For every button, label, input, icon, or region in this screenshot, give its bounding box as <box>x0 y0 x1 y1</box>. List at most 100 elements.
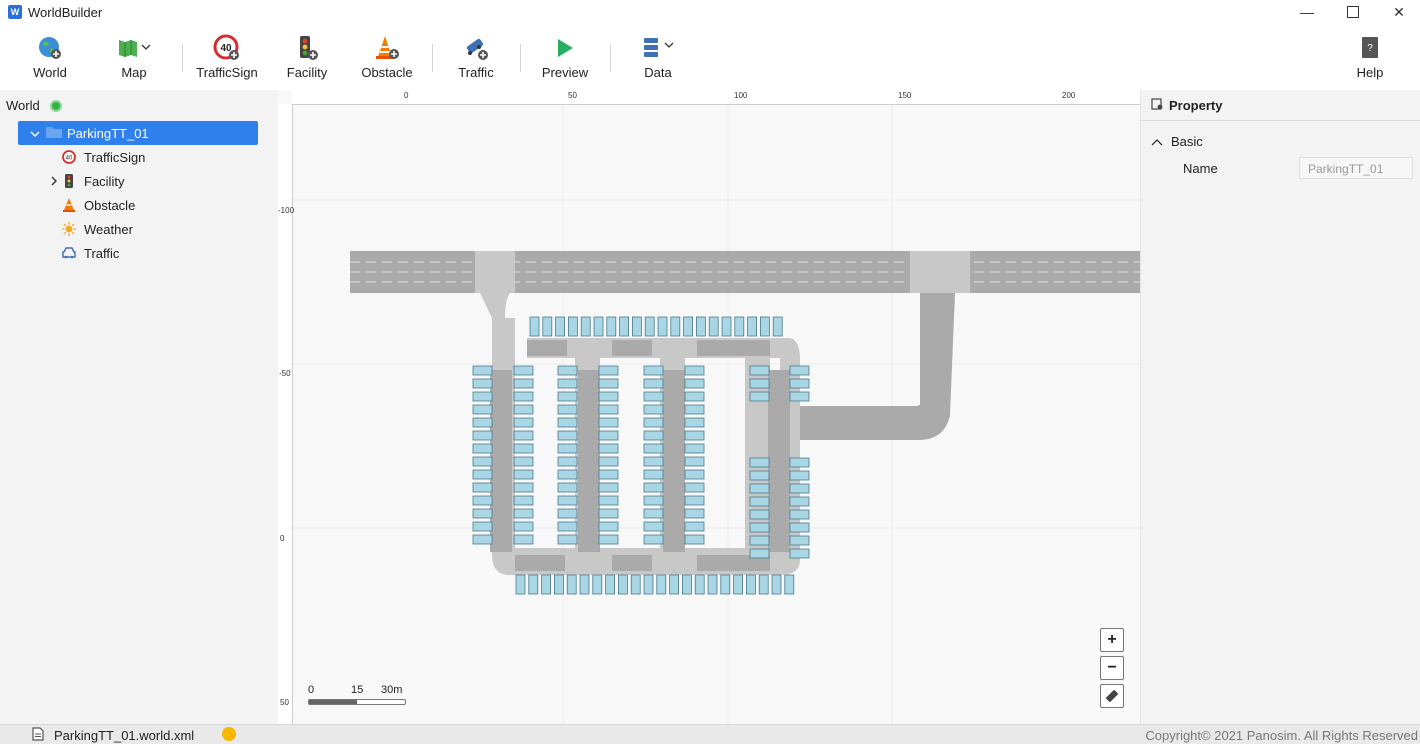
parking-spot <box>684 534 705 545</box>
parking-spot <box>758 574 769 595</box>
parking-spot <box>643 378 664 389</box>
parking-spot <box>643 482 664 493</box>
parking-spot <box>598 378 619 389</box>
parking-spot <box>670 316 681 337</box>
tree-item-facility[interactable]: Facility <box>51 170 124 192</box>
parking-spot <box>789 522 810 533</box>
connector-road <box>800 406 918 440</box>
close-icon[interactable]: ✕ <box>1393 3 1405 20</box>
toolbar: World Map 40 TrafficSign Facility Obstac… <box>0 24 1420 90</box>
scale-bar: 0 15 30m <box>308 684 408 705</box>
aisle-lane <box>612 340 652 356</box>
zoom-out-button[interactable]: − <box>1100 656 1124 680</box>
parking-spot <box>472 495 493 506</box>
tree-root-world[interactable]: World <box>6 98 62 113</box>
parking-spot <box>749 548 770 559</box>
map-canvas[interactable]: 0 50 100 150 200 -100 -50 0 50 0 15 30m … <box>278 90 1140 724</box>
status-bar: ParkingTT_01.world.xml Copyright© 2021 P… <box>0 724 1420 744</box>
aisle-lane <box>515 555 565 571</box>
parking-spot <box>513 430 534 441</box>
parking-spot <box>759 316 770 337</box>
parking-spot <box>789 457 810 468</box>
lightbulb-icon[interactable] <box>222 727 236 741</box>
parking-spot <box>598 495 619 506</box>
measure-ruler-button[interactable] <box>1100 684 1124 708</box>
parking-spot <box>789 378 810 389</box>
parking-spot <box>513 495 534 506</box>
parking-spot <box>694 574 705 595</box>
map-button[interactable]: Map <box>110 34 158 88</box>
chevron-right-icon[interactable] <box>50 174 58 189</box>
preview-button[interactable]: Preview <box>538 34 592 88</box>
chevron-down-icon[interactable] <box>30 126 42 141</box>
database-icon <box>640 34 676 62</box>
aisle-lane <box>768 370 790 552</box>
parking-spot <box>557 378 578 389</box>
app-title: WorldBuilder <box>28 4 103 20</box>
parking-spot <box>598 469 619 480</box>
svg-text:?: ? <box>1367 43 1373 54</box>
aisle-lane <box>612 555 652 571</box>
parking-spot <box>684 482 705 493</box>
parking-spot <box>541 574 552 595</box>
parking-spot <box>513 482 534 493</box>
parking-spot <box>472 417 493 428</box>
parking-spot <box>598 417 619 428</box>
tree-item-weather[interactable]: Weather <box>62 218 133 240</box>
tree-item-obstacle[interactable]: Obstacle <box>62 194 135 216</box>
tree-item-trafficsign[interactable]: 40 TrafficSign <box>62 146 145 168</box>
parking-spot <box>695 316 706 337</box>
parking-spot <box>789 470 810 481</box>
aisle-lane <box>490 370 512 552</box>
parking-spot <box>684 469 705 480</box>
parking-spot <box>643 534 664 545</box>
parking-spot <box>513 378 534 389</box>
status-dot-icon <box>49 99 62 112</box>
parking-spot <box>643 391 664 402</box>
tree-item-traffic[interactable]: Traffic <box>62 242 119 264</box>
aisle-lane <box>527 340 567 356</box>
parking-spot <box>772 316 783 337</box>
speed-limit-sign-icon: 40 <box>213 34 241 62</box>
parking-spot <box>598 508 619 519</box>
parking-spot <box>684 443 705 454</box>
parking-lot-map[interactable] <box>278 90 1140 724</box>
property-icon <box>1151 97 1163 113</box>
svg-text:40: 40 <box>66 156 73 162</box>
parking-spot <box>598 404 619 415</box>
parking-spot <box>643 417 664 428</box>
parking-spot <box>721 316 732 337</box>
parking-spot <box>631 316 642 337</box>
connector-road <box>918 293 955 440</box>
help-button[interactable]: ? Help <box>1348 34 1392 88</box>
parking-spot <box>593 316 604 337</box>
tree-item-parking[interactable]: ParkingTT_01 <box>18 121 258 145</box>
world-button[interactable]: World <box>30 34 70 88</box>
traffic-sign-button[interactable]: 40 TrafficSign <box>192 34 262 88</box>
obstacle-button[interactable]: Obstacle <box>360 34 414 88</box>
parking-spot <box>557 495 578 506</box>
parking-spot <box>557 521 578 532</box>
traffic-cone-icon <box>374 34 400 62</box>
aisle-lane <box>697 340 770 356</box>
maximize-icon[interactable] <box>1330 0 1376 24</box>
parking-spot <box>513 469 534 480</box>
parking-spot <box>656 574 667 595</box>
data-button[interactable]: Data <box>632 34 684 88</box>
parking-spot <box>472 456 493 467</box>
parking-spot <box>643 443 664 454</box>
parking-spot <box>708 316 719 337</box>
name-field[interactable]: ParkingTT_01 <box>1299 157 1413 179</box>
parking-spot <box>789 535 810 546</box>
facility-button[interactable]: Facility <box>282 34 332 88</box>
scene-tree-panel: World ParkingTT_01 40 TrafficSign Facili… <box>0 90 279 724</box>
minimize-icon[interactable]: — <box>1300 4 1314 20</box>
parking-spot <box>749 496 770 507</box>
parking-spot <box>749 509 770 520</box>
speed-sign-icon: 40 <box>62 150 76 164</box>
section-basic[interactable]: Basic <box>1151 134 1203 149</box>
parking-spot <box>749 365 770 376</box>
traffic-button[interactable]: Traffic <box>452 34 500 88</box>
zoom-in-button[interactable]: + <box>1100 628 1124 652</box>
chevron-up-icon[interactable] <box>1151 138 1163 146</box>
